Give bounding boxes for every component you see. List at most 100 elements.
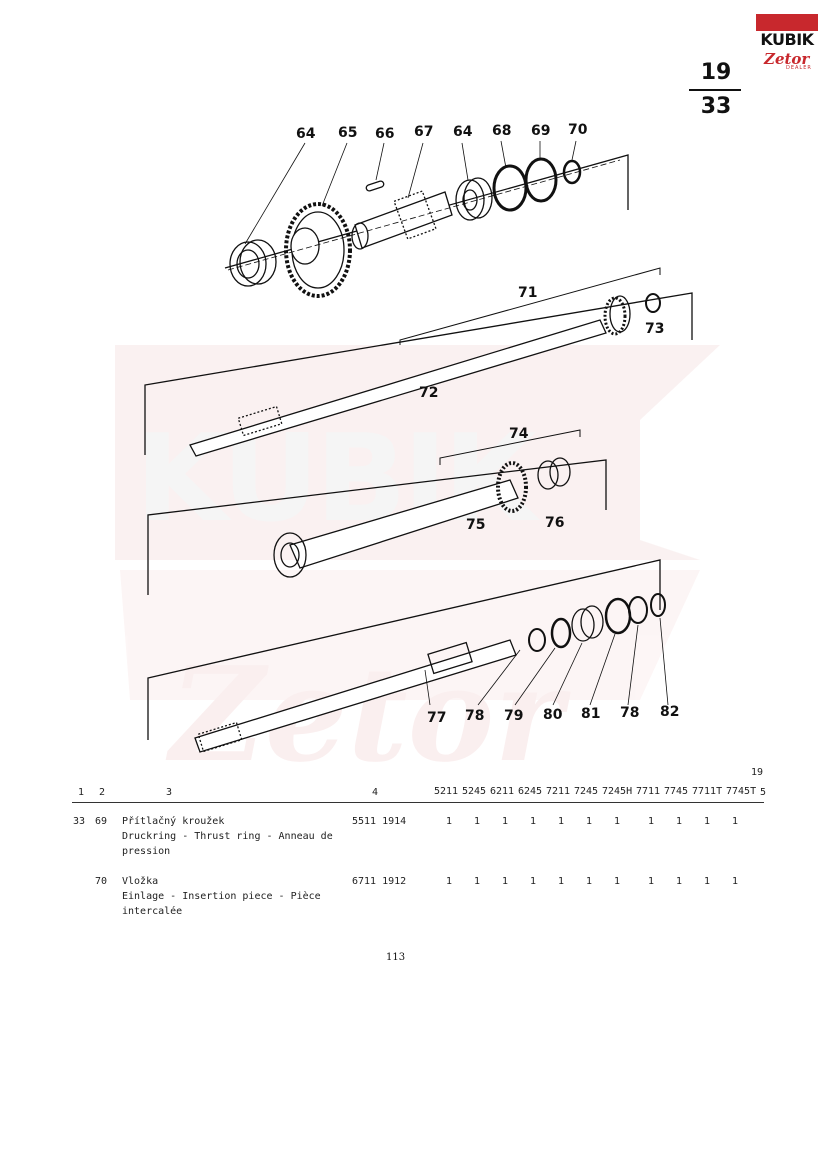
table-row: 33 69 Přítlačný kroužek Druckring - Thru… xyxy=(0,816,826,866)
callout-75: 75 xyxy=(466,517,485,533)
row-name-translations-cont: intercalée xyxy=(122,906,183,917)
ring-78-right xyxy=(628,596,648,624)
col-header-5: 5 xyxy=(760,787,767,798)
model-5245: 5245 xyxy=(462,786,487,797)
row-qty-7745T: 1 xyxy=(732,816,739,827)
callout-64b: 64 xyxy=(453,124,473,140)
callout-78b: 78 xyxy=(620,705,639,721)
bearing-64-left xyxy=(229,239,277,287)
model-7745T: 7745T xyxy=(726,786,757,797)
row-qty-7711T: 1 xyxy=(704,816,711,827)
bush-73 xyxy=(645,293,661,313)
snap-ring-82 xyxy=(650,593,666,617)
row-qty-6211: 1 xyxy=(502,876,509,887)
model-7245H: 7245H xyxy=(602,786,633,797)
bearing-80 xyxy=(571,605,604,642)
row-part-number: 6711 1912 xyxy=(352,876,407,887)
table-row: 70 Vložka Einlage - Insertion piece - Pi… xyxy=(0,876,826,926)
model-5211: 5211 xyxy=(434,786,459,797)
logo-dealer-text: DEALER xyxy=(786,65,812,71)
kubik-zetor-logo: KUBIK Zetor DEALER xyxy=(756,14,818,72)
col-header-1: 1 xyxy=(78,787,85,798)
model-7745: 7745 xyxy=(664,786,689,797)
row-qty-7211: 1 xyxy=(558,876,565,887)
insert-70 xyxy=(562,159,582,185)
row-qty-7745T: 1 xyxy=(732,876,739,887)
model-7711T: 7711T xyxy=(692,786,723,797)
row-name-translations: Druckring - Thrust ring - Anneau de xyxy=(122,831,333,842)
bearing-64-right xyxy=(455,177,493,221)
callout-70: 70 xyxy=(568,122,588,138)
group-marker: 19 xyxy=(751,767,764,778)
row-item-number: 70 xyxy=(95,876,108,887)
row-name-cz: Přítlačný kroužek xyxy=(122,816,225,827)
row-qty-7245H: 1 xyxy=(614,876,621,887)
callout-79: 79 xyxy=(504,708,523,724)
callout-72: 72 xyxy=(419,385,438,401)
row-qty-7245H: 1 xyxy=(614,816,621,827)
row-qty-5211: 1 xyxy=(446,816,453,827)
callout-71: 71 xyxy=(518,285,537,301)
row-qty-7245: 1 xyxy=(586,816,593,827)
callout-69: 69 xyxy=(531,123,550,139)
ring-69 xyxy=(524,157,558,203)
gear-65 xyxy=(284,202,352,298)
model-7245: 7245 xyxy=(574,786,599,797)
row-qty-7711: 1 xyxy=(648,876,655,887)
row-position: 33 xyxy=(73,816,86,827)
ring-78-left xyxy=(528,628,546,652)
model-headers: 5211 5245 6211 6245 7211 7245 7245H 7711… xyxy=(434,786,757,798)
shaft-75 xyxy=(273,461,528,578)
callout-67: 67 xyxy=(414,124,433,140)
shaft-67 xyxy=(351,190,453,250)
callout-65: 65 xyxy=(338,125,357,141)
logo-kubik-text: KUBIK xyxy=(756,31,818,48)
model-6211: 6211 xyxy=(490,786,515,797)
page-fraction-line xyxy=(689,89,741,91)
row-qty-6211: 1 xyxy=(502,816,509,827)
row-qty-7245: 1 xyxy=(586,876,593,887)
header-rule xyxy=(72,802,764,803)
row-part-number: 5511 1914 xyxy=(352,816,407,827)
col-header-2: 2 xyxy=(99,787,106,798)
callout-82: 82 xyxy=(660,704,679,720)
callout-76: 76 xyxy=(545,515,564,531)
callout-66: 66 xyxy=(375,126,394,142)
callout-labels: 64 65 66 67 64 68 69 70 71 73 72 74 75 7… xyxy=(296,122,679,726)
logo-zetor-text: Zetor xyxy=(764,50,810,68)
row-qty-5211: 1 xyxy=(446,876,453,887)
callout-73: 73 xyxy=(645,321,664,337)
page-reference-number: 113 xyxy=(386,952,406,963)
col-header-4: 4 xyxy=(372,787,379,798)
callout-80: 80 xyxy=(543,707,563,723)
row-qty-7211: 1 xyxy=(558,816,565,827)
row-qty-7711T: 1 xyxy=(704,876,711,887)
page-group-number: 19 xyxy=(700,60,732,85)
shaft-72 xyxy=(189,295,631,457)
col-header-3: 3 xyxy=(166,787,173,798)
row-qty-5245: 1 xyxy=(474,876,481,887)
row-qty-6245: 1 xyxy=(530,816,537,827)
row-item-number: 69 xyxy=(95,816,108,827)
row-name-translations: Einlage - Insertion piece - Pièce xyxy=(122,891,321,902)
exploded-parts-diagram: KUBIK Zetor xyxy=(115,122,720,770)
row-qty-7745: 1 xyxy=(676,876,683,887)
callout-77: 77 xyxy=(427,710,446,726)
callout-78a: 78 xyxy=(465,708,484,724)
row-name-cz: Vložka xyxy=(122,876,159,887)
callout-74: 74 xyxy=(509,426,529,442)
bush-76 xyxy=(537,457,571,490)
callout-81: 81 xyxy=(581,706,600,722)
frame-shaft-75 xyxy=(147,459,607,595)
key-66 xyxy=(365,180,385,192)
row-qty-7711: 1 xyxy=(648,816,655,827)
snap-ring-79 xyxy=(550,617,572,649)
row-qty-7745: 1 xyxy=(676,816,683,827)
svg-text:KUBIK: KUBIK xyxy=(135,410,540,549)
model-6245: 6245 xyxy=(518,786,543,797)
model-7711: 7711 xyxy=(636,786,661,797)
row-qty-5245: 1 xyxy=(474,816,481,827)
callout-64a: 64 xyxy=(296,126,316,142)
row-qty-6245: 1 xyxy=(530,876,537,887)
callout-68: 68 xyxy=(492,123,511,139)
